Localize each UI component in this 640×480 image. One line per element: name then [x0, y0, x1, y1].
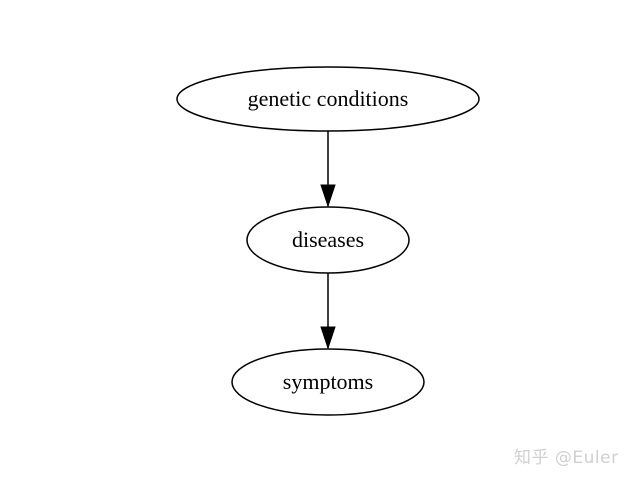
edge-genetic-to-diseases: [320, 131, 336, 208]
edge-diseases-to-symptoms: [320, 273, 336, 350]
node-label: symptoms: [283, 369, 373, 394]
watermark: 知乎 @Euler: [514, 448, 619, 468]
node-label: genetic conditions: [248, 86, 409, 111]
node-diseases: diseases: [246, 206, 410, 274]
node-genetic-conditions: genetic conditions: [176, 66, 480, 132]
node-label: diseases: [292, 227, 364, 252]
node-symptoms: symptoms: [231, 348, 425, 416]
